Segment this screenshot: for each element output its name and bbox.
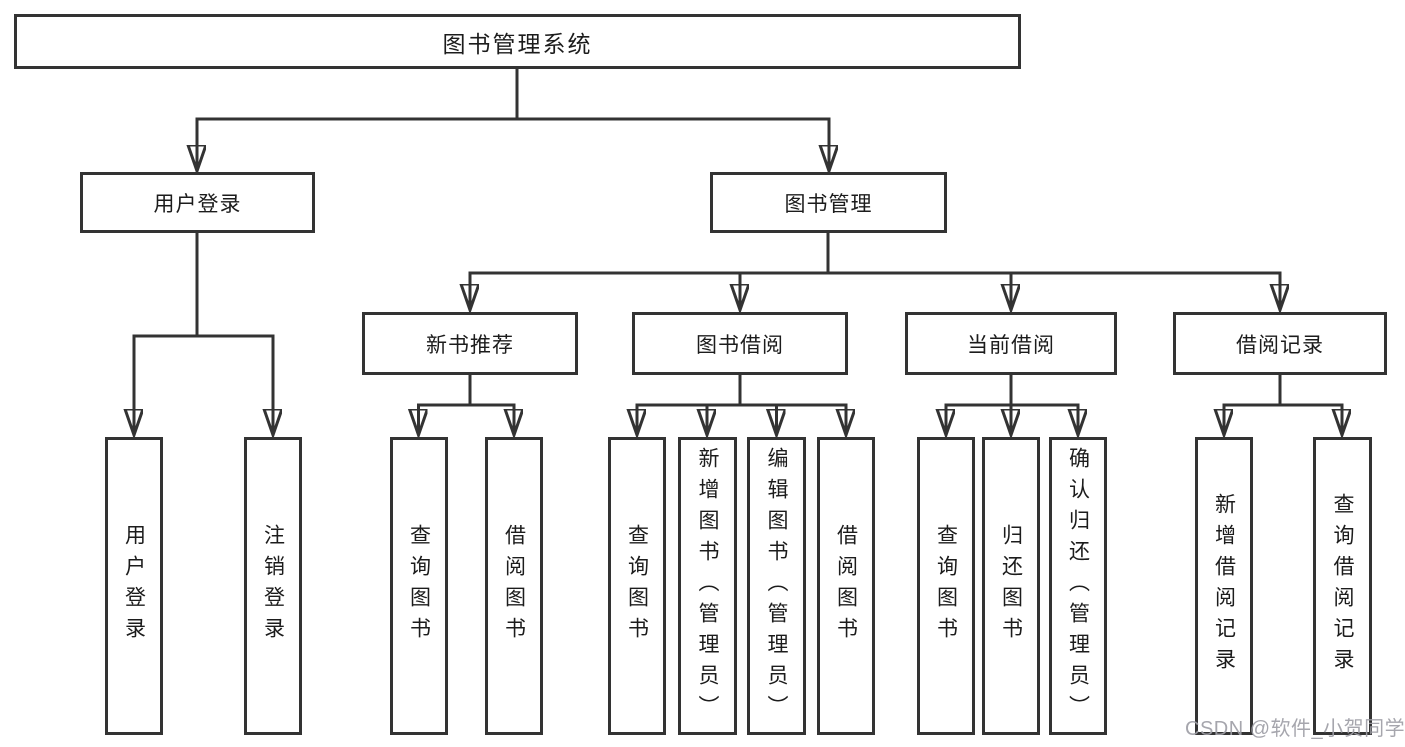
book-borrowing-label: 图书借阅 [696,333,784,357]
leaf-query-books-current: 查询图书 [917,437,975,735]
node-current-borrowing: 当前借阅 [905,312,1117,375]
new-book-recommend-label: 新书推荐 [426,333,514,357]
user-login-label: 用户登录 [153,192,242,216]
leaf-user-login: 用户登录 [105,437,163,735]
leaf-borrow-books-label: 借阅图书 [834,524,858,648]
leaf-query-borrow-record: 查询借阅记录 [1313,437,1372,735]
node-book-borrowing: 图书借阅 [632,312,848,375]
node-new-book-recommend: 新书推荐 [362,312,578,375]
csdn-watermark: CSDN @软件_小贺同学 [1185,718,1405,740]
leaf-edit-books-admin-label: 编辑图书（管理员） [765,446,789,726]
node-book-management: 图书管理 [710,172,947,233]
node-root-system: 图书管理系统 [14,14,1021,69]
leaf-return-books-label: 归还图书 [999,524,1023,648]
root-label: 图书管理系统 [442,30,593,57]
leaf-query-books-borrowing: 查询图书 [608,437,666,735]
leaf-query-books-recommend-label: 查询图书 [407,524,431,648]
leaf-add-borrow-record-label: 新增借阅记录 [1212,493,1236,679]
leaf-confirm-return-admin-label: 确认归还（管理员） [1066,446,1090,726]
node-borrow-records: 借阅记录 [1173,312,1387,375]
leaf-query-books-borrowing-label: 查询图书 [625,524,649,648]
leaf-logout-login-label: 注销登录 [261,524,285,648]
leaf-confirm-return-admin: 确认归还（管理员） [1049,437,1107,735]
node-user-login: 用户登录 [80,172,315,233]
leaf-borrow-books: 借阅图书 [817,437,875,735]
leaf-logout-login: 注销登录 [244,437,302,735]
borrow-records-label: 借阅记录 [1236,333,1324,357]
leaf-borrow-books-recommend-label: 借阅图书 [502,524,526,648]
leaf-return-books: 归还图书 [982,437,1040,735]
book-management-label: 图书管理 [784,192,873,216]
leaf-add-borrow-record: 新增借阅记录 [1195,437,1253,735]
leaf-borrow-books-recommend: 借阅图书 [485,437,543,735]
leaf-user-login-label: 用户登录 [122,524,146,648]
leaf-query-books-recommend: 查询图书 [390,437,448,735]
current-borrowing-label: 当前借阅 [967,333,1055,357]
leaf-add-books-admin-label: 新增图书（管理员） [696,446,720,726]
leaf-query-borrow-record-label: 查询借阅记录 [1331,493,1355,679]
leaf-edit-books-admin: 编辑图书（管理员） [747,437,806,735]
leaf-add-books-admin: 新增图书（管理员） [678,437,737,735]
leaf-query-books-current-label: 查询图书 [934,524,958,648]
